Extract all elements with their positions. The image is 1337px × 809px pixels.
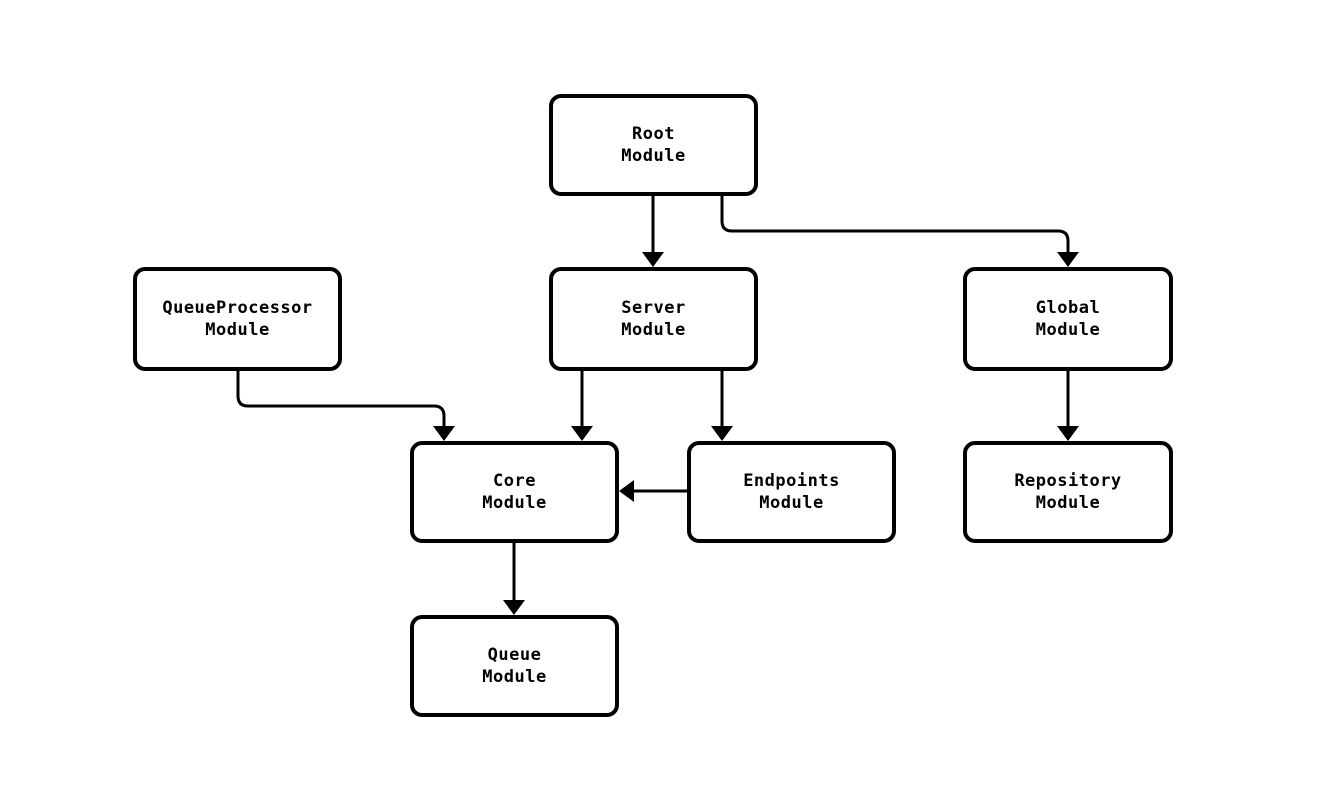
arrowhead-server-to-core xyxy=(571,426,593,441)
node-core-suffix: Module xyxy=(482,493,547,513)
arrowhead-endpoints-to-core xyxy=(619,480,634,502)
node-endpoints-suffix: Module xyxy=(759,493,824,513)
node-core-name: Core xyxy=(493,471,536,491)
node-server-name: Server xyxy=(621,298,686,318)
arrowhead-core-to-queue xyxy=(503,600,525,615)
node-global-suffix: Module xyxy=(1035,320,1101,340)
node-endpoints-name: Endpoints xyxy=(743,471,840,491)
arrowhead-server-to-endpoints xyxy=(711,426,733,441)
node-root-name: Root xyxy=(632,124,675,144)
node-queueprocessor-suffix: Module xyxy=(205,320,270,340)
edge-root-to-global xyxy=(720,196,1070,259)
node-server-suffix: Module xyxy=(621,320,686,340)
node-repository-name: Repository xyxy=(1014,471,1122,491)
node-root-suffix: Module xyxy=(621,146,686,166)
node-repository-suffix: Module xyxy=(1035,493,1101,513)
edge-queueprocessor-to-core xyxy=(236,371,446,433)
node-queueprocessor-name: QueueProcessor xyxy=(162,298,313,318)
node-global-name: Global xyxy=(1035,298,1101,318)
node-queue-name: Queue xyxy=(487,645,542,665)
arrowhead-global-to-repository xyxy=(1057,426,1079,441)
arrowhead-root-to-server xyxy=(642,252,664,267)
node-queue-suffix: Module xyxy=(482,667,547,687)
arrowhead-queueprocessor-to-core xyxy=(433,426,455,441)
arrowhead-root-to-global xyxy=(1057,252,1079,267)
